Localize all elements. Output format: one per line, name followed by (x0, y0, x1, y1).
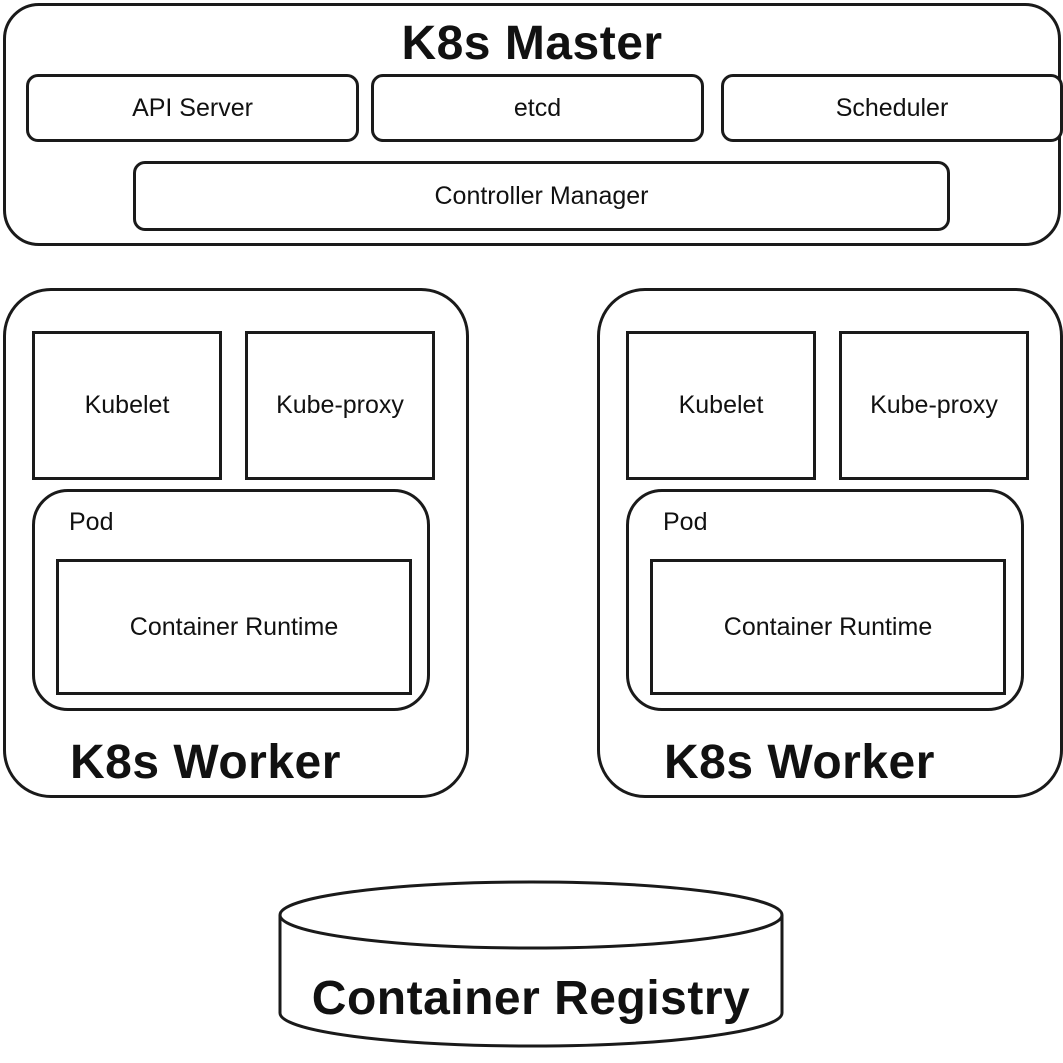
worker-title: K8s Worker (70, 736, 341, 789)
etcd-box: etcd (371, 74, 704, 142)
scheduler-label: Scheduler (835, 93, 949, 122)
container-registry-label: Container Registry (311, 972, 751, 1025)
api-server-label: API Server (132, 93, 253, 122)
master-title: K8s Master (401, 17, 663, 70)
scheduler-box: Scheduler (721, 74, 1063, 142)
pod-box: Pod Container Runtime (32, 489, 430, 711)
kubelet-label: Kubelet (678, 391, 764, 419)
container-runtime-box: Container Runtime (650, 559, 1006, 695)
container-registry-cylinder: Container Registry (275, 877, 787, 1051)
etcd-label: etcd (513, 93, 562, 122)
kube-proxy-label: Kube-proxy (870, 391, 998, 419)
container-runtime-label: Container Runtime (723, 612, 933, 641)
k8s-master-node: K8s Master API Server etcd Scheduler Con… (3, 3, 1063, 246)
pod-box: Pod Container Runtime (626, 489, 1024, 711)
api-server-box: API Server (26, 74, 359, 142)
container-runtime-box: Container Runtime (56, 559, 412, 695)
container-runtime-label: Container Runtime (129, 612, 339, 641)
kube-proxy-box: Kube-proxy (839, 331, 1029, 480)
pod-label: Pod (663, 508, 708, 536)
kubelet-label: Kubelet (84, 391, 170, 419)
k8s-worker-node-1: Kubelet Kube-proxy Pod Container Runtime… (3, 288, 469, 798)
kubelet-box: Kubelet (32, 331, 222, 480)
database-cylinder-icon (278, 880, 784, 1048)
worker-title: K8s Worker (664, 736, 935, 789)
kube-proxy-label: Kube-proxy (276, 391, 404, 419)
controller-manager-label: Controller Manager (434, 181, 649, 210)
controller-manager-box: Controller Manager (133, 161, 950, 231)
k8s-worker-node-2: Kubelet Kube-proxy Pod Container Runtime… (597, 288, 1063, 798)
kube-proxy-box: Kube-proxy (245, 331, 435, 480)
kubelet-box: Kubelet (626, 331, 816, 480)
pod-label: Pod (69, 508, 114, 536)
